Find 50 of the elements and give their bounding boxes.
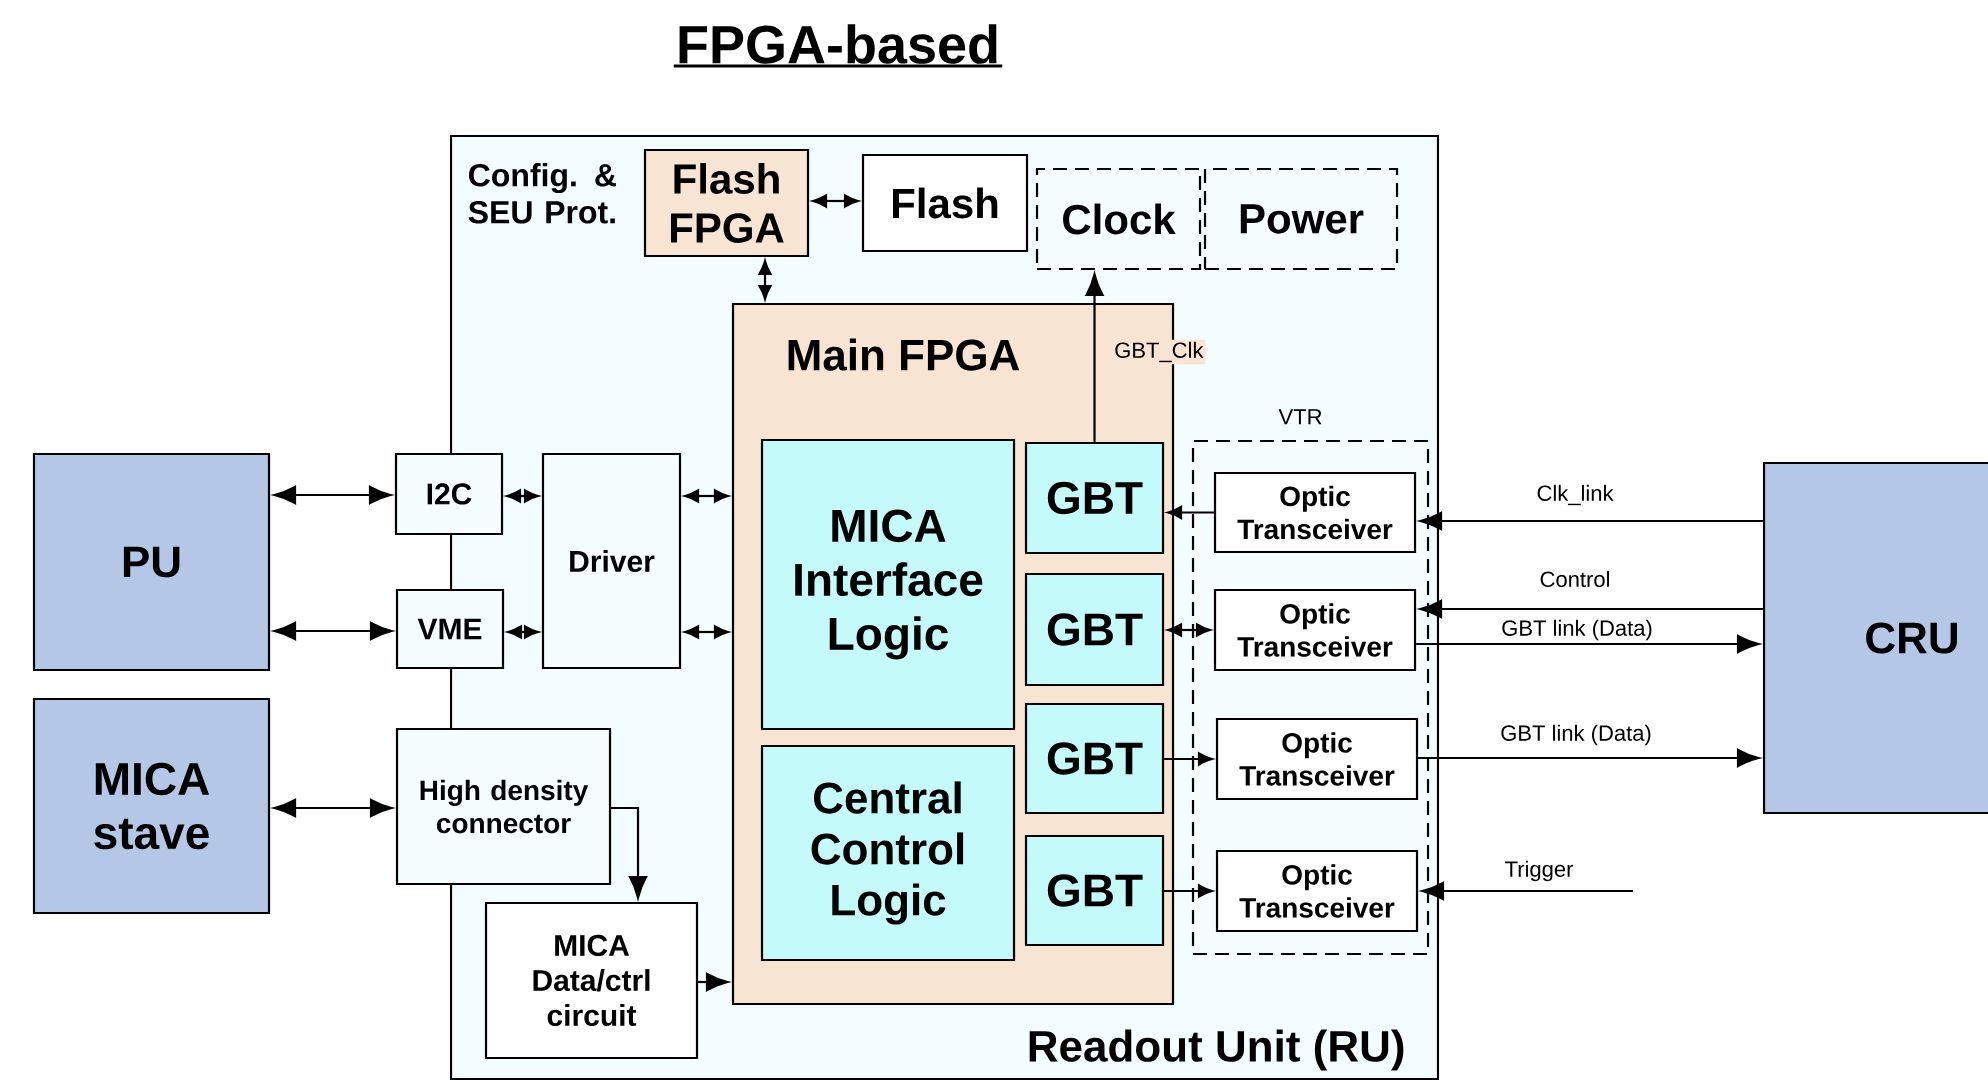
arrow <box>611 806 648 899</box>
logic-box: MICA Interface Logic <box>760 438 1016 731</box>
interface-box: VME <box>395 588 505 670</box>
interface-box: I2C <box>394 452 504 536</box>
arrow <box>1164 884 1213 898</box>
transceiver-box: Optic Transceiver <box>1213 471 1417 554</box>
edge-label: GBT link (Data) <box>1498 722 1654 748</box>
gbt-box: GBT <box>1024 834 1165 947</box>
arrow <box>1164 752 1213 766</box>
unit-box: MICA stave <box>32 697 271 915</box>
transceiver-box: Optic Transceiver <box>1213 588 1417 672</box>
arrow <box>812 194 859 208</box>
unit-box: CRU <box>1762 461 1988 815</box>
transceiver-box: Optic Transceiver <box>1215 717 1419 801</box>
arrow <box>1167 623 1211 637</box>
driver-box: Driver <box>541 452 682 670</box>
power-box: Power <box>1203 167 1399 271</box>
arrow <box>273 798 393 818</box>
memory-box: Flash <box>861 153 1029 253</box>
connector-box: High density connector <box>395 727 612 886</box>
arrow <box>684 625 729 639</box>
arrow <box>1419 511 1763 531</box>
edge-label: Control <box>1537 568 1613 590</box>
gbt-box: GBT <box>1024 572 1165 687</box>
arrow <box>1418 748 1760 768</box>
fpga-box: Flash FPGA <box>643 148 810 258</box>
annotation-label: Config. & SEU Prot. <box>468 163 616 224</box>
arrow <box>1421 881 1633 901</box>
gbt-box: GBT <box>1024 441 1165 555</box>
edge-label: Trigger <box>1502 858 1576 884</box>
arrow <box>506 489 539 503</box>
transceiver-box: Optic Transceiver <box>1215 849 1419 933</box>
title: FPGA-based <box>673 24 1003 68</box>
arrow <box>273 485 392 505</box>
node-label: VTR <box>1278 409 1322 425</box>
circuit-box: MICA Data/ctrl circuit <box>484 901 699 1060</box>
unit-box: PU <box>32 452 271 672</box>
arrow <box>684 489 729 503</box>
edge-label: GBT link (Data) <box>1499 617 1655 643</box>
arrow <box>1416 634 1760 654</box>
arrow <box>273 621 393 641</box>
arrow <box>758 260 772 300</box>
arrow <box>698 972 729 992</box>
edge-label: Clk_link <box>1534 482 1616 508</box>
edge-label: GBT_Clk <box>1112 339 1206 365</box>
arrow <box>507 625 539 639</box>
clock-box: Clock <box>1035 167 1202 271</box>
gbt-box: GBT <box>1024 702 1165 815</box>
logic-box: Central Control Logic <box>760 744 1016 962</box>
arrow <box>1419 599 1763 619</box>
